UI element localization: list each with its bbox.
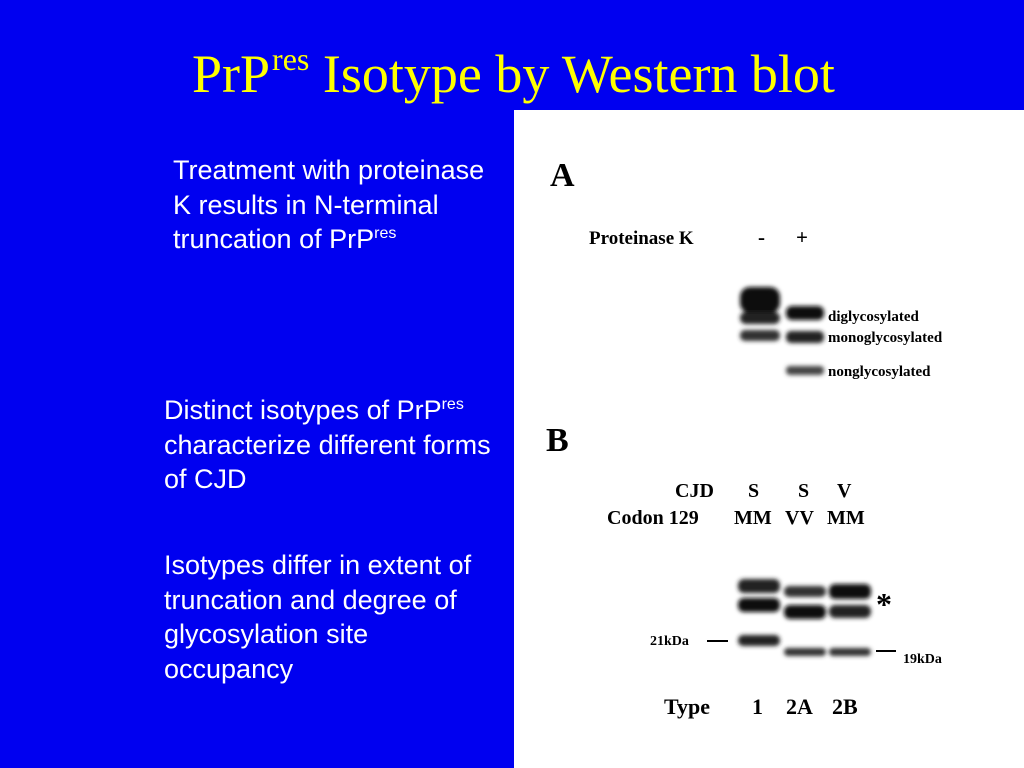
band-label-monoglycosylated: monoglycosylated xyxy=(828,330,943,346)
band-b1-mid xyxy=(738,598,780,612)
bullet-proteinase-truncation: Treatment with proteinase K results in N… xyxy=(173,153,493,257)
band-a-plus-non xyxy=(786,366,824,375)
band-b1-low xyxy=(738,635,780,646)
type-lane-1: 1 xyxy=(752,694,763,719)
panel-a-blot-bands xyxy=(740,287,824,375)
band-a-minus-lower xyxy=(740,330,780,341)
cjd-lane-1: S xyxy=(748,480,759,502)
codon-lane-3: MM xyxy=(827,507,865,529)
bullet-text: Isotypes differ in extent of truncation … xyxy=(164,550,472,684)
band-label-nonglycosylated: nonglycosylated xyxy=(828,364,931,380)
bullet-superscript: res xyxy=(441,396,464,413)
band-b1-top xyxy=(738,579,780,593)
title-superscript: res xyxy=(272,41,310,77)
type-lane-2: 2A xyxy=(786,694,813,719)
bullet-text: Treatment with proteinase K results in N… xyxy=(173,155,485,255)
type-lane-3: 2B xyxy=(832,694,858,719)
codon-lane-1: MM xyxy=(734,507,772,529)
title-rest: Isotype by Western blot xyxy=(309,44,835,104)
cjd-lane-2: S xyxy=(798,480,809,502)
type-label: Type xyxy=(664,694,710,719)
bullet-distinct-isotypes: Distinct isotypes of PrPres characterize… xyxy=(164,393,509,497)
bullet-text-after: characterize different forms of CJD xyxy=(164,429,491,495)
asterisk-marker: * xyxy=(876,586,892,622)
lane-minus-label: - xyxy=(758,225,765,249)
bullet-superscript: res xyxy=(374,225,397,243)
band-b3-mid xyxy=(829,605,871,618)
bullet-text: Distinct isotypes of PrP xyxy=(164,395,442,425)
marker-19kda-label: 19kDa xyxy=(903,652,942,667)
cjd-lane-3: V xyxy=(837,480,852,502)
title-main: PrP xyxy=(192,44,271,104)
panel-b-letter: B xyxy=(546,422,569,459)
slide-title: PrPres Isotype by Western blot xyxy=(192,41,1012,104)
band-a-minus-upper xyxy=(740,287,780,313)
western-blot-svg: A Proteinase K - + diglycosylated monogl… xyxy=(546,157,943,719)
lane-plus-label: + xyxy=(796,225,808,249)
band-b2-top xyxy=(784,586,826,597)
band-a-plus-mono xyxy=(786,331,824,343)
cjd-label: CJD xyxy=(675,480,714,502)
panel-a-letter: A xyxy=(550,157,575,194)
band-a-minus-upper-tail xyxy=(740,312,780,324)
band-b3-low xyxy=(829,648,871,656)
band-b3-top xyxy=(829,584,871,599)
band-b2-mid xyxy=(784,605,826,619)
western-blot-figure: A Proteinase K - + diglycosylated monogl… xyxy=(514,110,1024,768)
proteinase-k-label: Proteinase K xyxy=(589,228,694,249)
marker-21kda-label: 21kDa xyxy=(650,634,689,649)
bullet-isotypes-differ: Isotypes differ in extent of truncation … xyxy=(164,548,494,686)
codon-lane-2: VV xyxy=(785,507,814,529)
band-a-plus-di xyxy=(786,306,824,320)
band-b2-low xyxy=(784,648,826,656)
codon-label: Codon 129 xyxy=(607,507,699,529)
panel-b-blot-bands xyxy=(738,579,871,656)
band-label-diglycosylated: diglycosylated xyxy=(828,309,919,325)
